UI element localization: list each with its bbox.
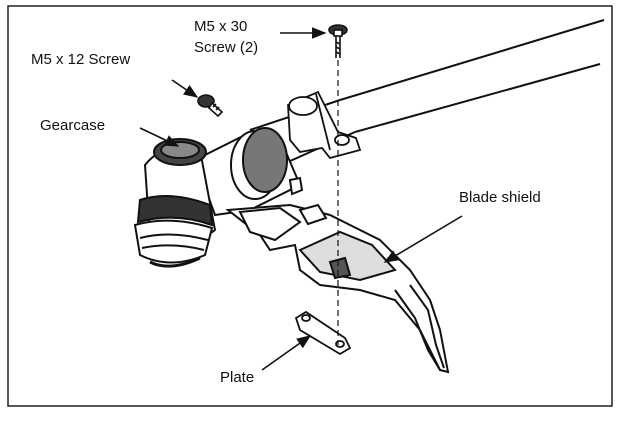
shaft-clamp	[287, 90, 362, 160]
leader-arrows	[139, 27, 463, 371]
plate-arrow	[261, 335, 312, 371]
label-m5x12-screw: M5 x 12 Screw	[31, 51, 130, 68]
label-gearcase: Gearcase	[40, 117, 105, 134]
blade-shield-arrow	[383, 215, 463, 263]
gearcase-arrow	[139, 127, 180, 147]
diagram-border	[7, 5, 613, 407]
plate	[294, 310, 352, 356]
m5x12-arrow	[171, 79, 199, 98]
label-blade-shield: Blade shield	[459, 189, 541, 206]
m5x30-screw	[328, 24, 348, 58]
m5x12-screw	[197, 94, 224, 118]
gearcase	[133, 127, 304, 268]
label-plate: Plate	[220, 369, 254, 386]
blade-shield	[225, 203, 450, 374]
label-m5x30-line2: Screw (2)	[194, 39, 258, 56]
label-m5x30-line1: M5 x 30	[194, 18, 247, 35]
